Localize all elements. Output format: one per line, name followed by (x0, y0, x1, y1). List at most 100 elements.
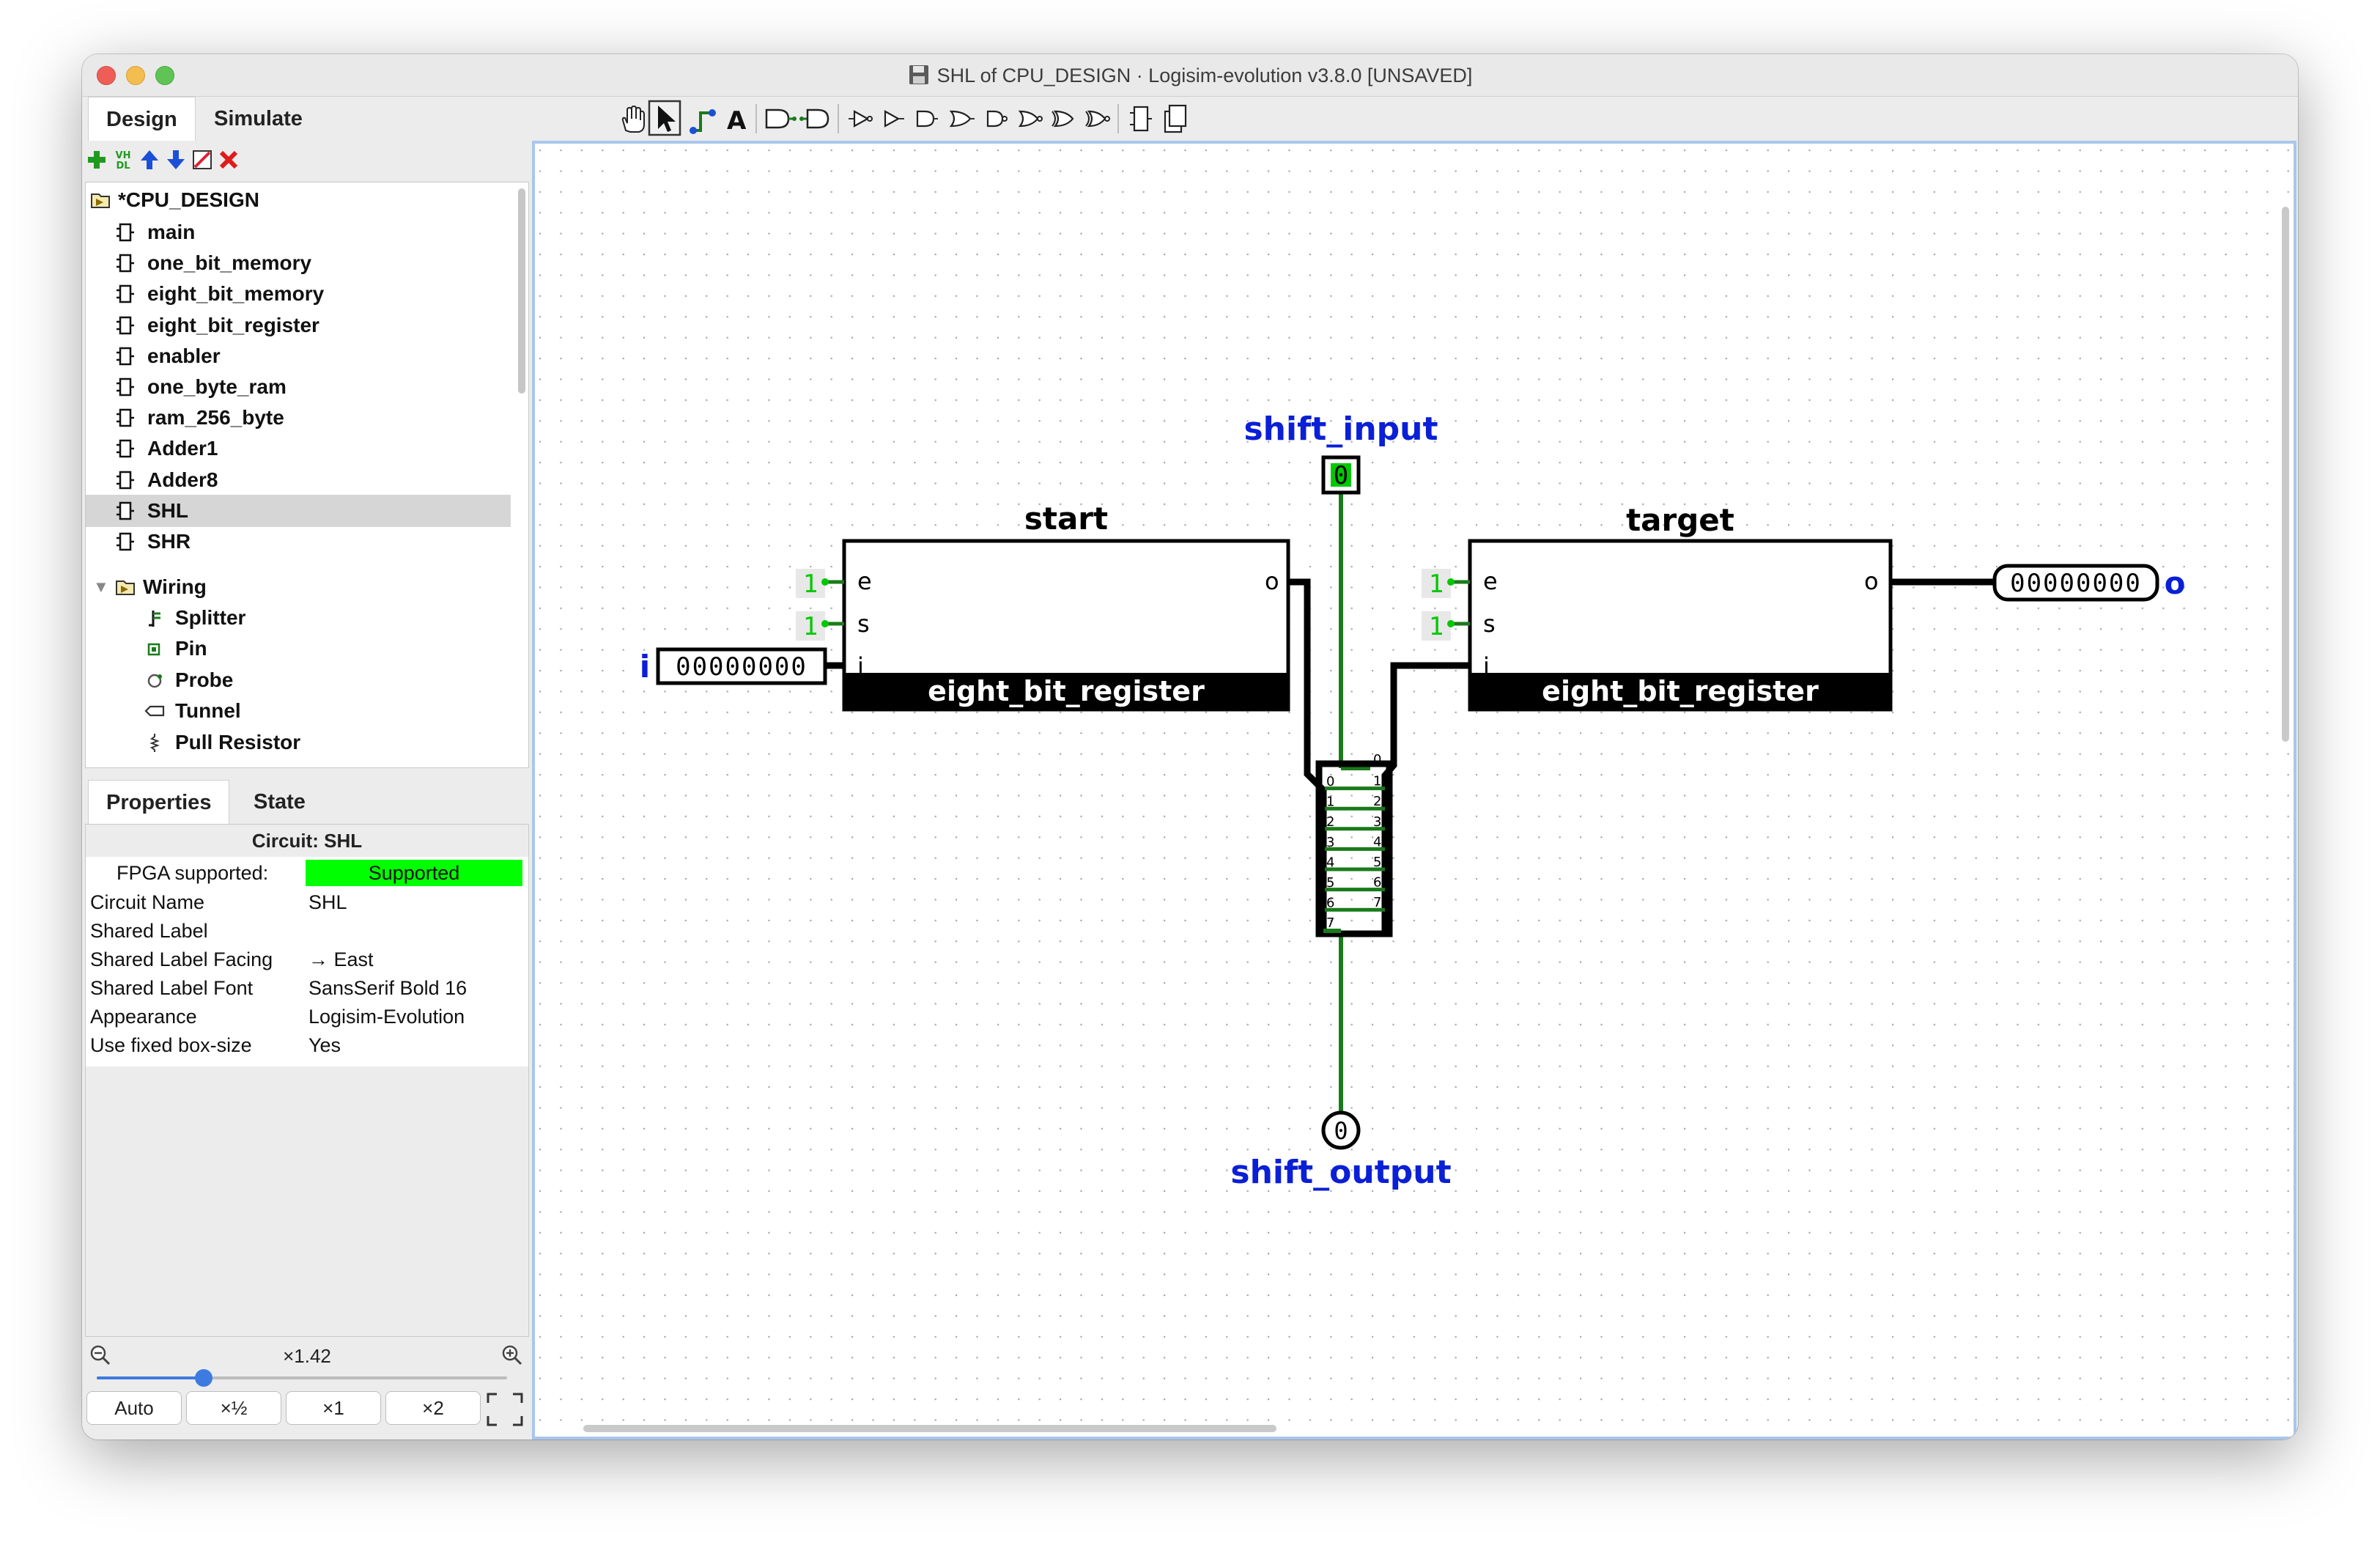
target-const-s-value: 1 (1429, 612, 1444, 641)
edit-appearance-icon[interactable] (191, 148, 214, 172)
start-const-s-value: 1 (803, 612, 818, 641)
tunnel-icon (144, 706, 165, 717)
tree-item-circuit[interactable]: Adder1 (86, 432, 511, 465)
tree-item-circuit[interactable]: SHR (86, 526, 511, 558)
tab-design[interactable]: Design (88, 97, 196, 141)
prop-key: Shared Label Facing (90, 948, 273, 970)
tree-item-wiring[interactable]: Pull Resistor (86, 726, 511, 759)
move-up-icon[interactable] (138, 148, 161, 172)
prop-value[interactable]: SHL (308, 891, 347, 913)
zoom-slider-track[interactable] (97, 1376, 507, 1379)
zoom-slider-knob[interactable] (194, 1369, 212, 1387)
or-gate-icon[interactable] (949, 110, 975, 128)
tree-root[interactable]: *CPU_DESIGN (86, 184, 511, 216)
zoom-out-icon[interactable] (89, 1344, 111, 1366)
tree-item-circuit[interactable]: main (86, 216, 511, 248)
input-pin-value: 00000000 (676, 652, 808, 682)
text-tool-icon[interactable]: A (727, 106, 747, 136)
tree-group-wiring[interactable]: ▼ Wiring (86, 571, 511, 603)
target-register[interactable]: eight_bit_register target e s i o (1468, 502, 1893, 712)
target-port-s: s (1483, 610, 1496, 638)
prop-value[interactable]: SansSerif Bold 16 (308, 977, 468, 999)
canvas-horizontal-scrollbar[interactable] (583, 1425, 1276, 1432)
zoom-2x-button[interactable]: ×2 (385, 1391, 481, 1425)
output-pin-icon[interactable] (799, 108, 829, 129)
xor-gate-icon[interactable] (1052, 110, 1074, 128)
prop-value[interactable]: Logisim-Evolution (308, 1006, 465, 1028)
tree-item-label: main (147, 221, 196, 243)
tree-item-label: Adder8 (147, 468, 218, 491)
target-const-e[interactable]: 1 (1422, 569, 1470, 599)
tree-item-circuit[interactable]: one_byte_ram (86, 371, 511, 403)
zoom-1x-button[interactable]: ×1 (286, 1391, 381, 1425)
fullscreen-icon[interactable] (485, 1391, 525, 1428)
tree-item-circuit[interactable]: SHL (86, 494, 511, 527)
buffer-icon[interactable] (884, 110, 904, 128)
expand-triangle-icon[interactable]: ▼ (93, 578, 109, 596)
output-pin-o[interactable]: 00000000 o (1992, 564, 2185, 602)
start-port-i: i (857, 652, 864, 680)
delete-circuit-icon[interactable] (217, 148, 240, 172)
not-gate-icon[interactable] (849, 110, 873, 128)
tab-state[interactable]: State (254, 790, 306, 814)
shift-input-pin[interactable]: 0 shift_input (1243, 410, 1438, 495)
splitter-right-label: 5 (1373, 855, 1381, 870)
nand-gate-icon[interactable] (986, 110, 1008, 128)
prop-value[interactable]: → East (308, 948, 374, 970)
prop-value[interactable]: Yes (308, 1034, 341, 1056)
nor-gate-icon[interactable] (1018, 110, 1043, 128)
canvas-vertical-scrollbar[interactable] (2282, 207, 2289, 742)
minimize-window-button[interactable] (126, 66, 145, 85)
hand-icon[interactable] (621, 105, 645, 133)
zoom-half-button[interactable]: ×½ (186, 1391, 281, 1425)
tree-item-wiring[interactable]: Probe (86, 664, 511, 696)
tree-item-circuit[interactable]: ram_256_byte (86, 402, 511, 434)
subcircuit-icon[interactable] (1164, 104, 1187, 133)
zoom-auto-button[interactable]: Auto (86, 1391, 182, 1425)
svg-text:VH: VH (116, 150, 131, 161)
close-window-button[interactable] (97, 66, 116, 85)
component-icon[interactable] (1130, 106, 1152, 132)
tree-item-wiring[interactable]: Tunnel (86, 695, 511, 727)
target-const-s[interactable]: 1 (1422, 611, 1470, 641)
tab-properties[interactable]: Properties (88, 780, 230, 824)
prop-row[interactable]: Shared Label (86, 916, 528, 946)
start-const-s[interactable]: 1 (796, 611, 844, 641)
pin-icon (147, 644, 160, 656)
start-const-e[interactable]: 1 (796, 569, 844, 599)
tree-item-circuit[interactable]: one_bit_memory (86, 247, 511, 279)
wire-shift-input[interactable] (1339, 493, 1370, 770)
move-down-icon[interactable] (164, 148, 188, 172)
and-gate-icon[interactable] (916, 110, 938, 128)
input-pin-icon[interactable] (765, 108, 797, 129)
tree-item-wiring[interactable]: Splitter (86, 602, 511, 634)
input-pin-i[interactable]: 00000000 i (640, 647, 827, 685)
tree-item-circuit[interactable]: Adder8 (86, 464, 511, 496)
shift-output-value: 0 (1334, 1117, 1348, 1145)
xnor-gate-icon[interactable] (1085, 110, 1110, 128)
tree-item-circuit[interactable]: eight_bit_memory (86, 278, 511, 310)
start-register[interactable]: eight_bit_register start e s i o (842, 501, 1290, 712)
zoom-in-icon[interactable] (501, 1344, 523, 1366)
tree-item-circuit[interactable]: enabler (86, 340, 511, 372)
app-window: SHL of CPU_DESIGN · Logisim-evolution v3… (82, 54, 2298, 1440)
shift-output-pin[interactable]: 0 shift_output (1230, 1110, 1452, 1191)
tree-scrollbar[interactable] (518, 188, 525, 394)
add-circuit-icon[interactable] (85, 148, 108, 172)
zoom-window-button[interactable] (155, 66, 174, 85)
tab-simulate[interactable]: Simulate (214, 107, 303, 130)
floppy-disk-icon (909, 65, 928, 84)
tree-item-circuit[interactable]: eight_bit_register (86, 309, 511, 342)
select-arrow-icon[interactable] (648, 100, 681, 136)
bus-start-to-splitter[interactable] (1288, 578, 1327, 931)
wire-icon[interactable] (690, 109, 716, 134)
tree-item-wiring[interactable]: Pin (86, 633, 511, 665)
add-vhdl-icon[interactable]: VH DL (111, 148, 135, 172)
prop-row[interactable]: Shared Label Facing → East (86, 945, 528, 974)
